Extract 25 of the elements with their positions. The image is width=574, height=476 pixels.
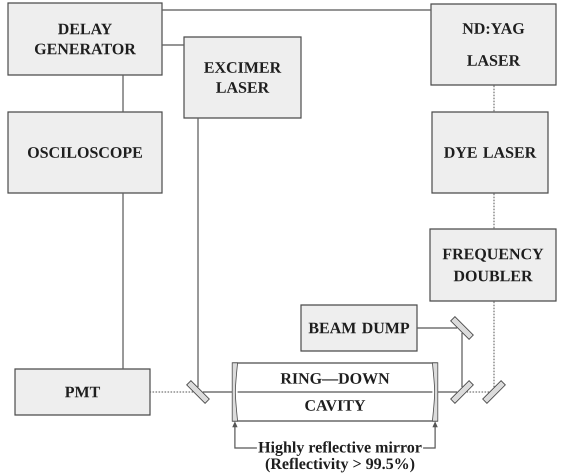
mirror (450, 380, 474, 404)
annotation-text: Highly reflective mirror (Reflectivity > 99.5%) (258, 441, 422, 472)
connector-line (162, 9, 430, 11)
instrument-box: FREQUENCY DOUBLER (429, 228, 557, 302)
connector-line (438, 391, 458, 393)
connector-line (122, 76, 124, 112)
cavity-mirror (432, 362, 438, 422)
instrument-box: DYE LASER (431, 111, 549, 194)
instrument-box: OSCILOSCOPE (7, 111, 163, 194)
instrument-box: ND:YAG LASER (430, 3, 557, 86)
connector-line (197, 118, 199, 388)
connector-line (162, 44, 184, 46)
connector-line (461, 332, 463, 388)
connector-line (238, 391, 432, 393)
connector-line (122, 194, 124, 368)
mirror (482, 380, 506, 404)
cavity-mirror (232, 362, 238, 422)
mirror (450, 316, 474, 340)
connector-line (202, 391, 232, 393)
instrument-box: BEAM DUMP (300, 304, 418, 352)
instrument-box: EXCIMER LASER (183, 36, 302, 119)
instrument-box: PMT (14, 368, 151, 416)
connector-line (418, 327, 458, 329)
mirror (186, 380, 210, 404)
instrument-box: DELAY GENERATOR (7, 2, 163, 76)
